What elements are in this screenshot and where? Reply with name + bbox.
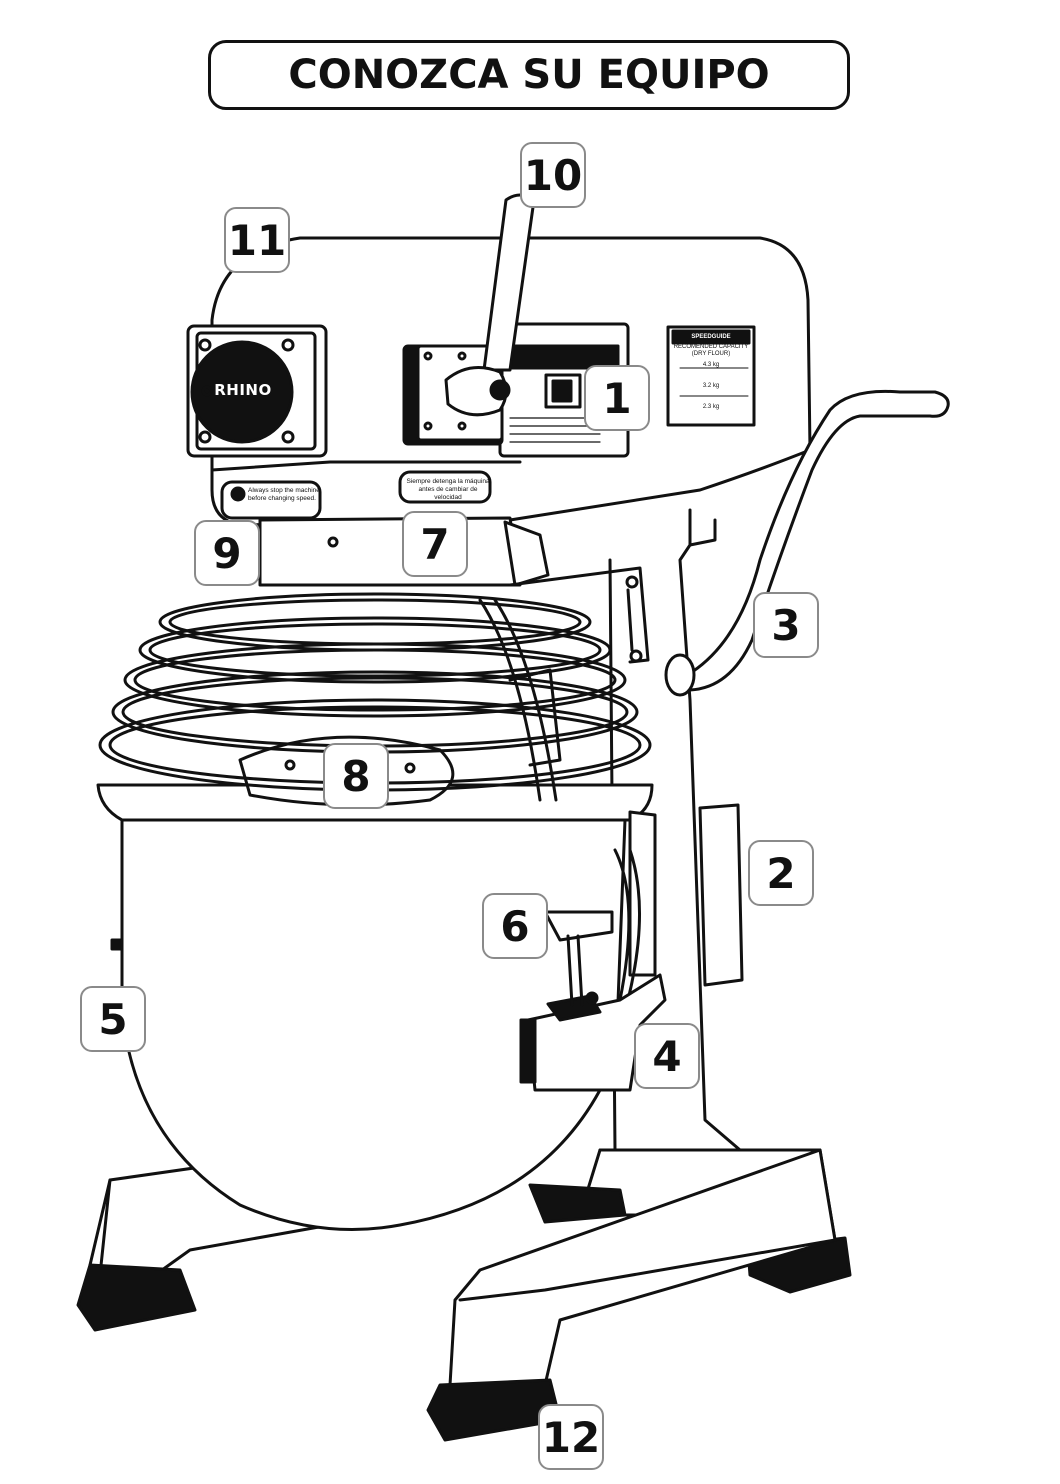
callout-6: 6 [482,893,548,959]
warning-right-line-1: Siempre detenga la máquina [406,478,490,485]
callout-7: 7 [402,511,468,577]
speed-guide-row-3: 2.3 kg [702,404,720,410]
speed-guide-frame [666,325,756,427]
bowl [96,783,667,1231]
speed-guide-row-2: 3.2 kg [702,383,720,389]
warning-left-line-2: before changing speed. [248,495,316,502]
logo-plate [186,324,328,458]
callout-10: 10 [520,142,586,208]
speed-guide-heading: SPEEDGUIDE [691,334,731,340]
callout-1: 1 [584,365,650,431]
warning-right-line-2: antes de cambiar de velocidad [418,486,478,501]
callout-2: 2 [748,840,814,906]
brand-logo: RHINO [200,381,286,399]
warning-sticker-left [220,480,322,520]
callout-11: 11 [224,207,290,273]
callout-4: 4 [634,1023,700,1089]
speed-guide-subheading-2: (DRY FLOUR) [691,351,731,357]
callout-12: 12 [538,1404,604,1470]
callout-8: 8 [323,743,389,809]
callout-3: 3 [753,592,819,658]
page-title: CONOZCA SU EQUIPO [208,40,850,110]
warning-left-text: Always stop the machine before changing … [248,487,320,503]
speed-guide-subheading-1: RECOMENDED CAPACITY [673,344,749,350]
speed-guide: SPEEDGUIDE RECOMENDED CAPACITY (DRY FLOU… [673,331,749,411]
brand-logo-text: RHINO [214,381,272,399]
callout-9: 9 [194,520,260,586]
speed-guide-row-1: 4.3 kg [702,362,720,368]
callout-5: 5 [80,986,146,1052]
warning-left-line-1: Always stop the machine [248,487,320,494]
warning-right-text: Siempre detenga la máquina antes de camb… [406,478,490,502]
warning-sticker-right [398,470,492,504]
